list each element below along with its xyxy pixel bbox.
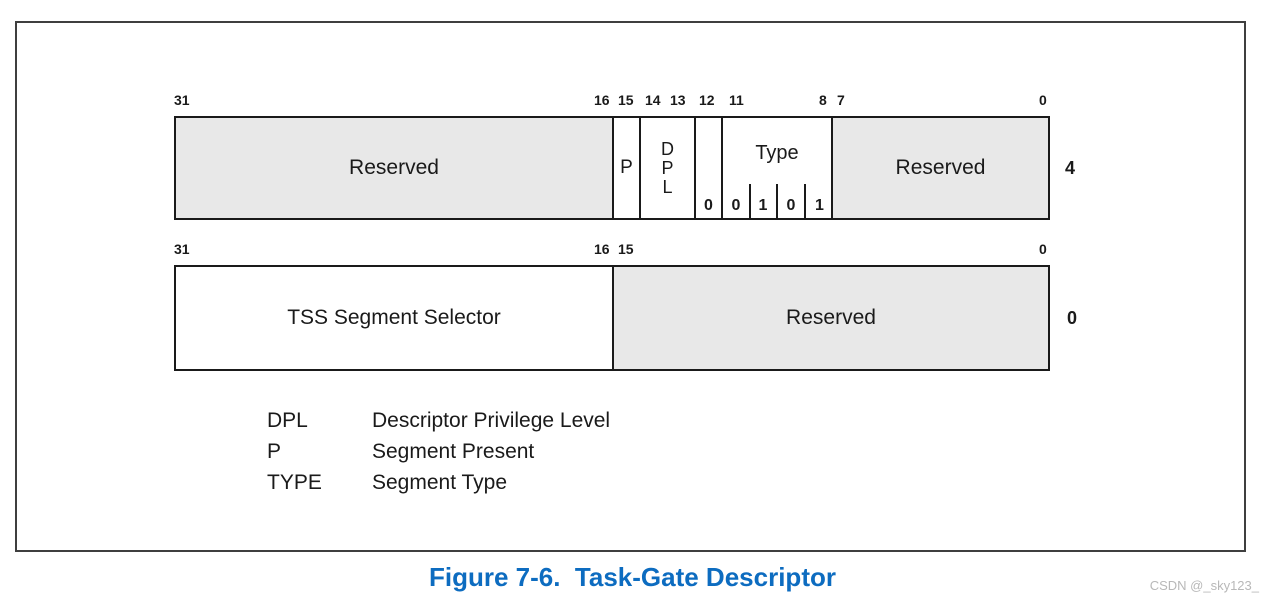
dword-high-box: Reserved P D P L 0 Type 0 1: [174, 116, 1050, 220]
legend-definition: Segment Type: [372, 471, 508, 494]
field-reserved-7-0: Reserved: [831, 118, 1048, 218]
field-type: Type 0 1 0 1: [721, 118, 831, 218]
bit12-value: 0: [704, 197, 713, 214]
dpl-letter-p: P: [661, 157, 674, 178]
legend-term: TYPE: [267, 471, 322, 494]
type-label: Type: [755, 142, 799, 164]
bit-label-31: 31: [174, 92, 190, 108]
bit-label-15: 15: [618, 241, 634, 257]
type-bit-11: 0: [731, 197, 741, 214]
byte-offset-4: 4: [1065, 158, 1076, 178]
watermark: CSDN @_sky123_: [1149, 578, 1259, 593]
type-bit-separator: [749, 184, 751, 218]
bit-label-8: 8: [819, 92, 827, 108]
bit-label-12: 12: [699, 92, 715, 108]
field-bit12: 0: [694, 118, 721, 218]
type-bit-separator: [776, 184, 778, 218]
legend-term: DPL: [267, 409, 308, 432]
bit-label-14: 14: [645, 92, 661, 108]
figure-frame: 31 16 15 14 13 12 11 8 7 0 Reserved P D …: [15, 21, 1246, 552]
bit-label-31: 31: [174, 241, 190, 257]
bit-label-11: 11: [729, 92, 744, 108]
bit-label-13: 13: [670, 92, 686, 108]
legend-term: P: [267, 440, 282, 463]
legend-row-type: TYPE Segment Type: [267, 471, 867, 495]
field-p: P: [612, 118, 639, 218]
bit-label-7: 7: [837, 92, 845, 108]
type-bit-8: 1: [815, 197, 824, 214]
type-bit-separator: [804, 184, 806, 218]
dpl-letter-d: D: [661, 138, 674, 159]
field-label: Reserved: [786, 306, 876, 329]
dpl-letter-l: L: [662, 176, 673, 197]
field-reserved-31-16: Reserved: [176, 118, 612, 218]
dword-low-box: TSS Segment Selector Reserved: [174, 265, 1050, 371]
field-tss-segment-selector: TSS Segment Selector: [176, 267, 612, 369]
bit-label-0: 0: [1039, 241, 1047, 257]
type-bit-10: 1: [758, 197, 768, 214]
field-label: D P L: [661, 138, 674, 197]
legend-definition: Segment Present: [372, 440, 535, 463]
figure-caption: Figure 7-6. Task-Gate Descriptor: [429, 562, 836, 592]
byte-offset-0: 0: [1067, 308, 1078, 328]
field-reserved-15-0: Reserved: [612, 267, 1048, 369]
field-dpl: D P L: [639, 118, 694, 218]
bit-label-0: 0: [1039, 92, 1047, 108]
bit-label-16: 16: [594, 241, 610, 257]
field-label: P: [620, 157, 633, 178]
field-label: Reserved: [895, 156, 986, 179]
bit-label-15: 15: [618, 92, 634, 108]
legend-definition: Descriptor Privilege Level: [372, 409, 611, 432]
legend-row-p: P Segment Present: [267, 440, 867, 464]
field-label: Reserved: [349, 156, 439, 179]
type-bit-9: 0: [786, 197, 796, 214]
field-label: TSS Segment Selector: [287, 306, 501, 329]
legend-row-dpl: DPL Descriptor Privilege Level: [267, 409, 867, 433]
bit-label-16: 16: [594, 92, 610, 108]
